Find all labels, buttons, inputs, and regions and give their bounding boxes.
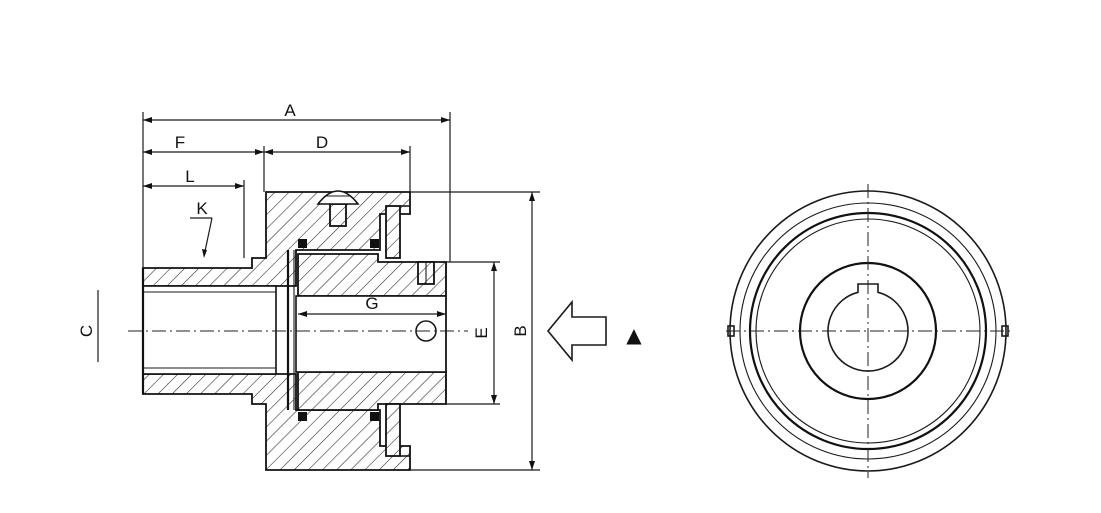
side-screw-left [727, 325, 735, 337]
right-hub-lower-wall [297, 371, 447, 411]
label-g: G [365, 294, 378, 313]
dimensions: A F D L K G E B [77, 101, 540, 471]
left-bore [142, 285, 277, 375]
k-arrow [202, 249, 207, 258]
retaining-ring-bottom [385, 403, 401, 457]
side-screw-right [1001, 325, 1009, 337]
label-l: L [185, 167, 194, 186]
label-e: E [472, 327, 491, 338]
roller-top-left [298, 239, 307, 248]
right-bore [295, 295, 447, 373]
grease-nipple [316, 190, 360, 227]
label-d: D [316, 133, 328, 152]
label-c: C [77, 325, 96, 337]
roller-bottom-left [298, 412, 307, 421]
keyed-bore [827, 283, 909, 372]
retaining-ring-top [385, 205, 401, 259]
label-b: B [511, 325, 530, 336]
end-view [726, 184, 1012, 478]
rotation-direction-indicator: ▲ [546, 299, 642, 363]
direction-arrow-icon [546, 299, 607, 363]
label-a: A [284, 101, 296, 120]
roller-top-right [370, 239, 379, 248]
roller-bottom-right [370, 412, 379, 421]
label-f: F [175, 133, 185, 152]
label-k: K [196, 199, 208, 218]
section-view [128, 190, 468, 471]
direction-marker-icon: ▲ [626, 323, 642, 347]
